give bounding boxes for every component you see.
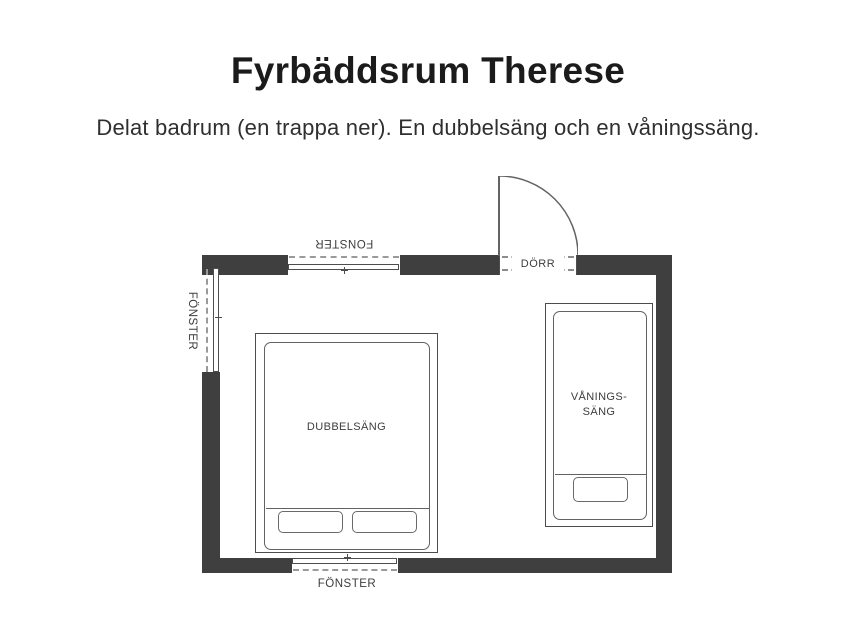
wall-top-right-segment: [577, 255, 672, 275]
window-bottom-center-tick: [344, 554, 351, 561]
window-left-label: FÖNSTER: [186, 291, 198, 351]
wall-top-left-segment: [202, 255, 288, 275]
wall-left-upper-segment: [202, 255, 220, 268]
window-left-center-tick: [215, 314, 222, 321]
door-swing-arc-icon: [498, 176, 578, 256]
page-title: Fyrbäddsrum Therese: [230, 50, 626, 91]
wall-left-lower-segment: [202, 372, 220, 573]
wall-top-middle-segment: [400, 255, 499, 275]
window-bottom-label: FÖNSTER: [317, 578, 377, 590]
bunk-bed-pillow: [573, 477, 628, 502]
window-top-label: FÖNSTER: [314, 237, 374, 249]
door-jamb-right: [576, 255, 577, 275]
window-top-center-tick: [341, 267, 348, 274]
wall-right: [656, 255, 672, 573]
page-subtitle: Delat badrum (en trappa ner). En dubbels…: [96, 115, 760, 140]
door-label: DÖRR: [512, 254, 564, 274]
double-bed-divider: [266, 508, 429, 509]
door-leaf: [498, 176, 500, 256]
double-bed-label: DUBBELSÄNG: [306, 421, 387, 433]
double-bed-pillow-left: [278, 511, 343, 533]
bunk-bed-label: VÅNINGS- SÄNG: [545, 390, 653, 420]
double-bed-mattress: [264, 342, 430, 550]
wall-bottom-right-segment: [398, 558, 672, 573]
window-top-dashed-line: [289, 256, 399, 258]
window-left-dashed-line: [206, 269, 208, 372]
bunk-bed-label-line1: VÅNINGS-: [570, 391, 628, 403]
window-bottom-dashed-line: [293, 569, 397, 571]
door-jamb-left: [499, 255, 500, 275]
bunk-bed-divider: [555, 474, 646, 475]
bunk-bed-label-line2: SÄNG: [582, 406, 616, 418]
wall-bottom-left-segment: [202, 558, 292, 573]
bunk-bed-mattress: [553, 311, 647, 520]
double-bed-pillow-right: [352, 511, 417, 533]
